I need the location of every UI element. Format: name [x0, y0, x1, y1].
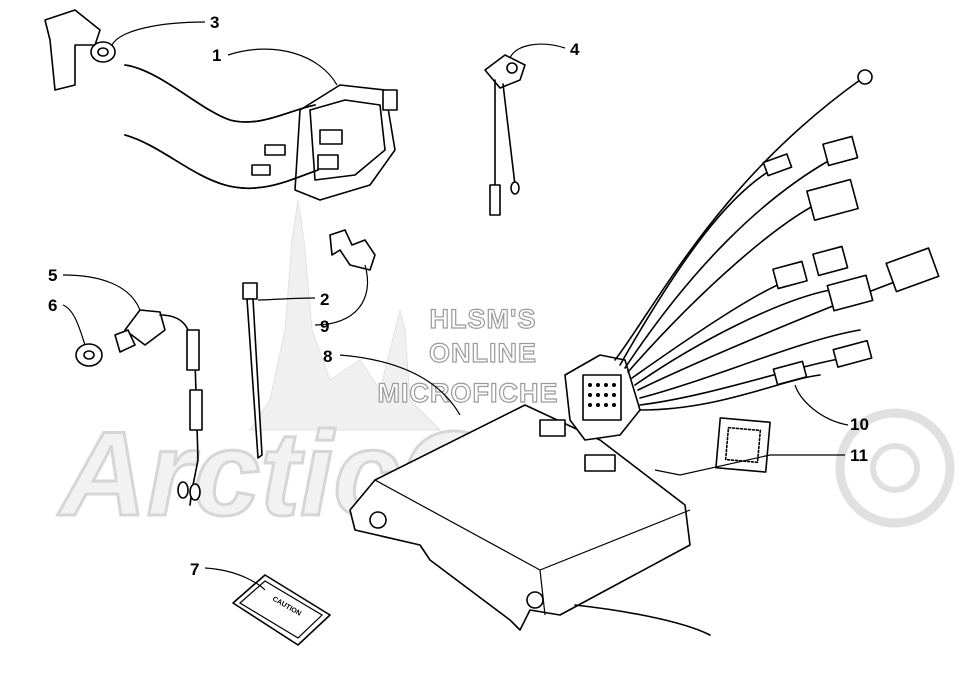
callout-5: 5 — [48, 266, 57, 285]
switch-part — [114, 309, 203, 506]
callout-1: 1 — [212, 46, 221, 65]
watermark-skyline — [249, 199, 442, 431]
wire-clip-part — [329, 229, 376, 271]
callout-numbers: 3 1 4 2 9 5 6 8 7 10 11 — [48, 13, 869, 579]
washer-part — [75, 343, 103, 367]
spark-plug-cap-part — [44, 9, 116, 91]
callout-6: 6 — [48, 296, 57, 315]
watermark-wheel — [835, 408, 955, 528]
callout-9: 9 — [320, 317, 329, 336]
wiring-harness-part — [564, 69, 940, 441]
callout-10: 10 — [850, 415, 869, 434]
temperature-sensor-part — [484, 54, 526, 216]
callout-3: 3 — [210, 13, 219, 32]
cable-tie-part — [242, 282, 263, 459]
leader-lines — [62, 21, 849, 591]
control-module-part — [349, 404, 711, 636]
watermark-line-2: ONLINE — [429, 338, 537, 368]
callout-8: 8 — [323, 347, 332, 366]
callout-11: 11 — [850, 446, 868, 465]
watermark-line-1: HLSM'S — [430, 304, 537, 334]
callout-4: 4 — [570, 40, 580, 59]
foam-pad-part — [715, 417, 771, 473]
callout-2: 2 — [320, 290, 329, 309]
watermark-line-3: MICROFICHE — [378, 378, 559, 408]
caution-decal-part: CAUTION — [232, 574, 331, 646]
ignition-coil-part — [124, 64, 398, 201]
callout-7: 7 — [190, 560, 199, 579]
